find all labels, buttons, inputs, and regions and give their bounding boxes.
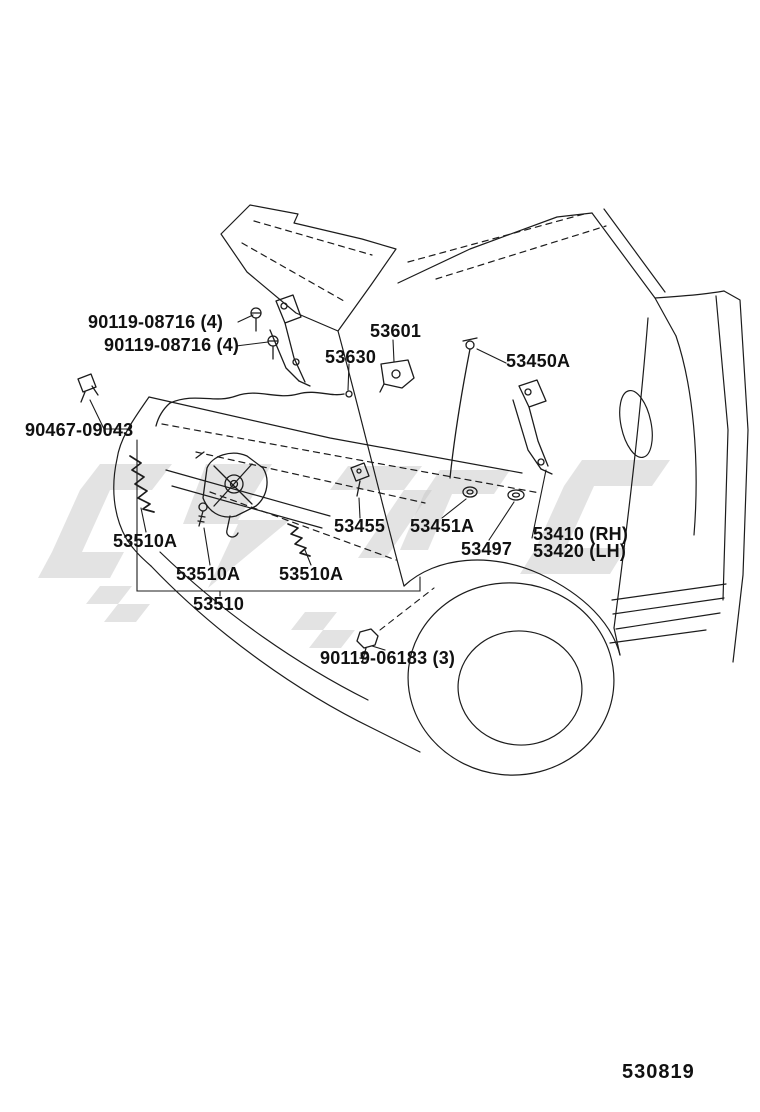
part-label-53451A: 53451A	[410, 516, 475, 536]
part-label-90119-08716-b: 90119-08716 (4)	[104, 335, 240, 355]
leader-lines	[89, 314, 547, 651]
cable-clip	[77, 373, 99, 403]
front-wheel-inner	[457, 630, 583, 746]
part-label-53497: 53497	[461, 539, 513, 559]
rod-holder-clip	[350, 462, 370, 497]
hinge-bolt-lower	[267, 335, 279, 360]
hood-hinge-right	[512, 379, 553, 475]
lock-spring-right	[287, 523, 311, 557]
front-wheel-outer	[407, 582, 615, 776]
fender-bolt	[356, 628, 379, 664]
part-label-53450A: 53450A	[506, 351, 571, 371]
part-label-90119-08716-a: 90119-08716 (4)	[88, 312, 224, 332]
hood-lock-assembly	[195, 451, 268, 538]
lock-stud	[197, 502, 208, 527]
hood-hinge-left	[269, 294, 311, 387]
part-label-53510A-a: 53510A	[113, 531, 178, 551]
part-label-53410-rh: 53410 (RH)	[533, 524, 629, 544]
part-label-53601: 53601	[370, 321, 422, 341]
part-label-53420-lh: 53420 (LH)	[533, 541, 627, 561]
hood-panel	[220, 204, 397, 332]
part-label-53630: 53630	[325, 347, 377, 367]
hinge-washer	[507, 489, 525, 501]
hood-release-cable	[155, 390, 353, 427]
part-label-53510A-b: 53510A	[176, 564, 241, 584]
door-mirror-patch	[619, 389, 653, 459]
part-label-90119-06183: 90119-06183 (3)	[320, 648, 456, 668]
hood-support-rod	[449, 337, 478, 479]
part-label-53455: 53455	[334, 516, 386, 536]
rod-grommet	[462, 486, 478, 498]
part-label-53510: 53510	[193, 594, 245, 614]
support-bracket	[379, 359, 415, 393]
vehicle-sketch	[113, 204, 749, 776]
hinge-bolt-upper	[250, 307, 262, 332]
part-label-90467-09043: 90467-09043	[25, 420, 134, 440]
diagram-number: 530819	[622, 1061, 695, 1083]
part-label-53510A-c: 53510A	[279, 564, 344, 584]
